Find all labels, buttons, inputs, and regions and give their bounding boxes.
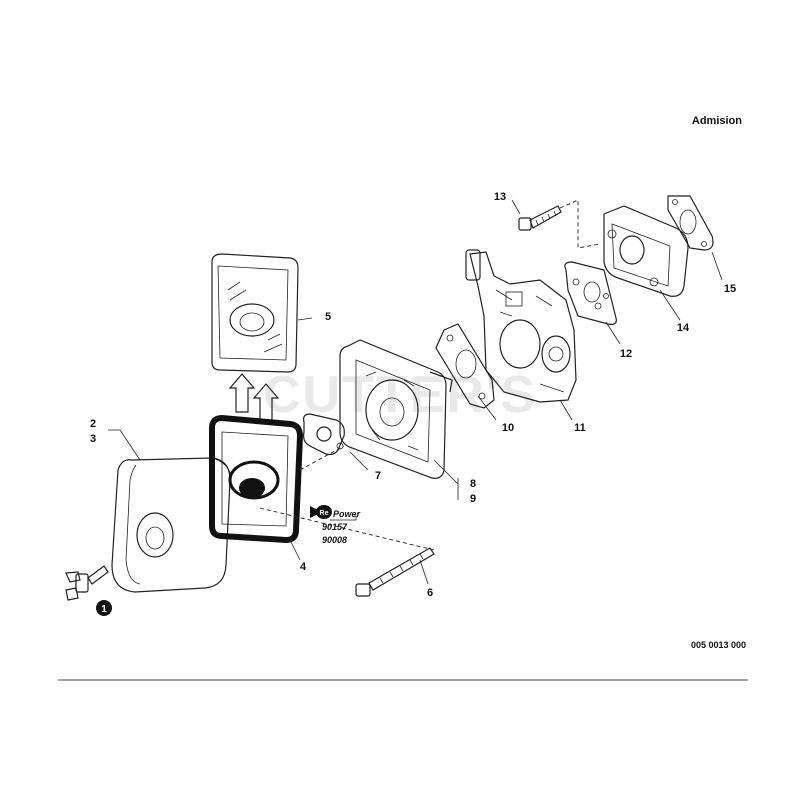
part-label-6: 6: [427, 587, 433, 599]
repower-number-1: 90157: [322, 522, 348, 532]
assembly-arrows: [228, 373, 280, 421]
part-label-3: 3: [90, 433, 96, 445]
part-label-13: 13: [494, 191, 506, 203]
part-label-5: 5: [325, 311, 331, 323]
part-label-8: 8: [470, 478, 476, 490]
repower-brand-re: Re: [320, 510, 329, 517]
part-1-marker: [96, 600, 112, 616]
screw-short: [518, 205, 562, 231]
part-number-labels: 1 2 3 4 5 6 7 8 9 10 11 12 13 14 15: [90, 191, 736, 616]
part-label-1: 1: [101, 604, 107, 615]
part-label-12: 12: [620, 348, 632, 360]
choke-plate: [303, 413, 345, 456]
filter-element-upper: [211, 253, 299, 373]
part-label-15: 15: [724, 283, 736, 295]
part-label-11: 11: [574, 422, 586, 434]
insulator-gasket: [564, 261, 617, 325]
part-label-4: 4: [300, 561, 307, 573]
diagram-code: 005 0013 000: [691, 640, 746, 650]
part-label-2: 2: [90, 418, 96, 430]
repower-brand-power: Power: [333, 509, 361, 519]
carburetor: [465, 249, 577, 403]
watermark: CUTTER'S: [263, 366, 537, 424]
leader-lines: [108, 199, 723, 585]
repower-callout: Re Power 90157 90008: [310, 505, 361, 545]
wing-nut: [65, 565, 109, 601]
screw-long: [355, 547, 435, 597]
repower-number-2: 90008: [322, 535, 347, 545]
insulator-block: [603, 205, 689, 297]
part-label-14: 14: [677, 322, 690, 334]
air-filter-base: [339, 339, 453, 479]
gasket: [435, 323, 495, 409]
repower-logo-icon: [316, 505, 332, 519]
part-label-7: 7: [375, 470, 381, 482]
part-label-10: 10: [502, 422, 514, 434]
section-title: Admision: [692, 115, 742, 127]
gasket-outer: [667, 195, 714, 251]
filter-element-lower: [209, 414, 304, 544]
part-label-9: 9: [470, 493, 476, 505]
